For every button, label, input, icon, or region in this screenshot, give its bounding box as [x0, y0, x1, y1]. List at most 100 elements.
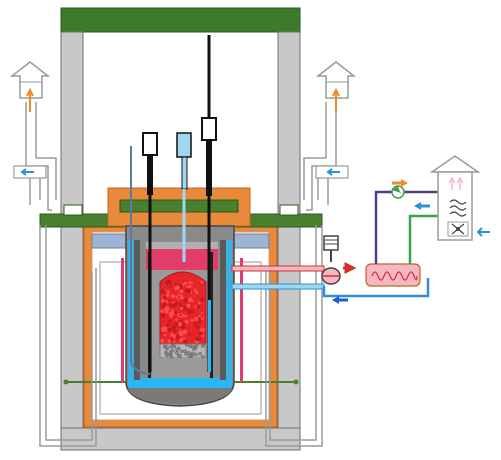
pebble — [194, 305, 197, 308]
pebble — [179, 303, 183, 307]
graphite-pebble — [170, 355, 173, 358]
pebble — [176, 335, 181, 340]
pebble — [180, 290, 184, 294]
graphite-pebble — [188, 354, 191, 357]
graphite-pebble — [173, 345, 176, 348]
pebble — [161, 314, 165, 318]
cavity-rod-left — [121, 258, 124, 382]
graphite-pebble — [185, 343, 188, 346]
pebble — [160, 309, 164, 313]
pebble — [188, 333, 191, 336]
light-tube-sleeve — [182, 157, 187, 189]
rod-drive-housing-1 — [143, 133, 157, 155]
rod-drive-sleeve-1 — [147, 155, 153, 195]
pebble — [171, 309, 174, 312]
graphite-pebble — [169, 351, 172, 354]
deck-opening-left — [64, 205, 82, 215]
pebble — [190, 282, 193, 285]
pebble — [161, 327, 166, 332]
right-air-inlet-box — [316, 166, 348, 178]
pebble — [167, 328, 171, 332]
pebble — [200, 298, 205, 303]
pebble — [191, 310, 194, 313]
deck-opening-right — [280, 205, 298, 215]
cavity-rod-right — [240, 258, 243, 382]
damper-valve-icon — [448, 222, 468, 236]
pebble — [179, 314, 181, 316]
pebble — [194, 317, 198, 321]
graphite-pebble — [166, 353, 169, 356]
right-chimney-vent-icon — [318, 62, 354, 112]
rod-drive-sleeve-2 — [206, 140, 212, 196]
pebble — [195, 325, 199, 329]
pebble — [164, 290, 167, 293]
pebble — [165, 281, 169, 285]
pebble — [179, 332, 183, 336]
pebble — [185, 320, 189, 324]
left-wall — [61, 32, 83, 450]
plenum-gas — [146, 242, 218, 249]
pebble — [186, 303, 191, 308]
core-support — [156, 358, 210, 378]
graphite-pebble — [179, 354, 182, 357]
secondary-cold-arrow — [414, 202, 430, 210]
pebble — [175, 311, 178, 314]
pebble — [175, 322, 179, 326]
pebble — [201, 334, 204, 337]
pebble — [175, 282, 178, 285]
roof-slab — [61, 8, 300, 32]
pebble — [166, 294, 170, 298]
rod-drive-housing-2 — [202, 118, 216, 140]
graphite-pebble — [194, 353, 197, 356]
pebble — [180, 307, 183, 310]
pebble — [181, 326, 185, 330]
graphite-pebble — [180, 350, 183, 353]
pebble — [197, 305, 200, 308]
pebble — [200, 281, 203, 284]
pebble — [195, 291, 198, 294]
pebble — [163, 296, 167, 300]
hot-leg-pipe — [232, 266, 324, 271]
pebble — [201, 317, 204, 320]
pool-lower — [128, 378, 232, 388]
pebble — [169, 314, 173, 318]
barrel-right — [220, 240, 226, 380]
pebble — [198, 321, 201, 324]
graphite-pebble — [201, 344, 204, 347]
top-plug-rim — [120, 200, 238, 212]
graphite-pebble — [191, 352, 194, 355]
pebble — [186, 288, 191, 293]
hot-plenum — [146, 248, 218, 270]
pebble — [167, 339, 171, 343]
pebble — [200, 327, 205, 332]
graphite-pebble — [195, 344, 198, 347]
pebble — [176, 296, 179, 299]
blower-fan-icon — [392, 186, 404, 198]
left-chimney-vent-icon — [12, 62, 48, 112]
pebble — [171, 337, 174, 340]
pebble — [168, 320, 171, 323]
pebble — [173, 329, 177, 333]
pebble — [174, 286, 178, 290]
pebble — [183, 337, 186, 340]
cold-leg-pipe — [232, 284, 324, 289]
pebble — [196, 337, 200, 341]
pebble — [193, 322, 196, 325]
right-wall — [278, 32, 300, 450]
graphite-pebble — [193, 348, 196, 351]
pebble — [183, 339, 187, 343]
pebble — [166, 323, 170, 327]
left-air-inlet-box — [14, 166, 46, 178]
graphite-pebble — [201, 355, 204, 358]
downcomer-right — [226, 240, 232, 380]
floor-slab — [61, 428, 300, 450]
pebble — [188, 298, 193, 303]
pebble — [183, 297, 188, 302]
pebble — [164, 307, 169, 312]
air-inlet-arrow — [478, 228, 490, 236]
graphite-pebble — [184, 350, 187, 353]
graphite-pebble — [165, 346, 168, 349]
graphite-pebble — [199, 352, 202, 355]
